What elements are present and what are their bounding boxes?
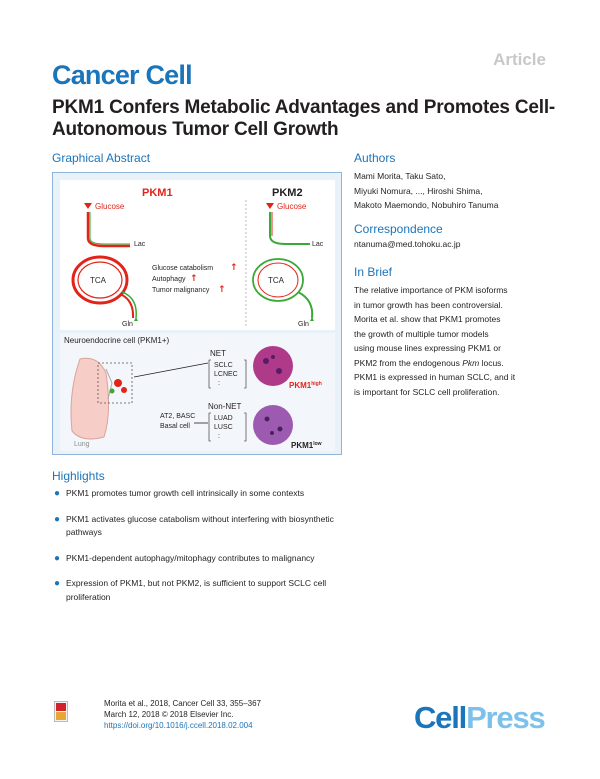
cellpress-logo: CellPress — [414, 700, 546, 735]
in-brief-line: is important for SCLC cell proliferation… — [354, 386, 500, 397]
in-brief-line: PKM1 is expressed in human SCLC, and it — [354, 372, 516, 382]
graphical-abstract: PKM1 PKM2 Glucose Lac TCA Gln Glucose ca… — [52, 172, 342, 455]
graphical-abstract-heading: Graphical Abstract — [52, 151, 151, 165]
authors-line: Makoto Maemondo, Nobuhiro Tanuma — [354, 200, 499, 210]
non-net-histology-image — [253, 405, 293, 445]
pkm1-low-label: PKM1low — [291, 441, 322, 450]
effect-glucose-catabolism: Glucose catabolism — [152, 265, 213, 272]
effect-autophagy: Autophagy — [152, 276, 186, 283]
effect-tumor-malignancy: Tumor malignancy — [152, 287, 210, 294]
citation-date: March 12, 2018 © 2018 Elsevier Inc. — [104, 710, 234, 719]
gln-arrow-icon — [134, 317, 138, 321]
net-label: NET — [210, 349, 226, 358]
highlight-item: ●Expression of PKM1, but not PKM2, is su… — [54, 578, 327, 602]
pkm1-high-label: PKM1high — [289, 381, 322, 390]
in-brief-line: in tumor growth has been controversial. — [354, 299, 503, 310]
up-arrow-icon: ↑ — [230, 263, 238, 273]
neuroendocrine-label: Neuroendocrine cell (PKM1+) — [64, 336, 169, 345]
authors-line: Miyuki Nomura, ..., Hiroshi Shima, — [354, 185, 483, 196]
correspondence-heading: Correspondence — [354, 222, 443, 236]
in-brief-line: Morita et al. show that PKM1 promotes — [354, 314, 501, 324]
bullet-icon: ● — [54, 578, 61, 589]
highlights-heading: Highlights — [52, 469, 105, 483]
tca-label-2: TCA — [268, 276, 285, 285]
in-brief-text: The relative importance of PKM isoforms … — [354, 283, 554, 399]
ga-metabolism-panel: PKM1 PKM2 Glucose Lac TCA Gln Glucose ca… — [60, 180, 335, 330]
bullet-icon: ● — [54, 513, 61, 525]
lung-label: Lung — [74, 441, 90, 448]
highlight-item: ●PKM1-dependent autophagy/mitophagy cont… — [54, 552, 315, 564]
glucose-arrow-icon — [266, 203, 274, 209]
in-brief-line: the growth of multiple tumor models — [354, 328, 489, 339]
citation: Morita et al., 2018, Cancer Cell 33, 355… — [104, 698, 261, 731]
gln-label: Gln — [122, 321, 133, 328]
citation-line: Morita et al., 2018, Cancer Cell 33, 355… — [104, 699, 261, 708]
non-net-label: Non-NET — [208, 402, 241, 411]
authors-line: Mami Morita, Taku Sato, — [354, 171, 446, 181]
article-type-label: Article — [493, 50, 546, 69]
ne-cell-icon — [114, 379, 122, 387]
article-title: PKM1 Confers Metabolic Advantages and Pr… — [52, 97, 556, 140]
in-brief-heading: In Brief — [354, 265, 393, 279]
gln-arrow-icon — [310, 317, 314, 321]
svg-text::: : — [218, 380, 220, 387]
ga-lung-figure: Neuroendocrine cell (PKM1+) Lung NET SCL… — [64, 336, 322, 450]
correspondence-email[interactable]: ntanuma@med.tohoku.ac.jp — [354, 239, 461, 249]
svg-text::: : — [218, 433, 220, 440]
ga-lung-panel: Neuroendocrine cell (PKM1+) Lung NET SCL… — [60, 333, 335, 451]
up-arrow-icon: ↑ — [218, 285, 226, 295]
crossmark-icon[interactable] — [54, 701, 68, 722]
highlights-list: ●PKM1 promotes tumor growth cell intrins… — [52, 487, 342, 616]
gln-label-2: Gln — [298, 321, 309, 328]
lung-shape — [70, 357, 110, 440]
non-net-type-luad: LUAD — [214, 415, 233, 422]
in-brief-line: The relative importance of PKM isoforms — [354, 285, 508, 295]
authors-heading: Authors — [354, 151, 396, 165]
glucose-label: Glucose — [95, 202, 125, 211]
at2-label: AT2, BASC — [160, 413, 195, 420]
net-histology-image — [253, 346, 293, 386]
net-type-lcnec: LCNEC — [214, 371, 238, 378]
doi-link[interactable]: https://doi.org/10.1016/j.ccell.2018.02.… — [104, 721, 253, 730]
highlight-item: ●PKM1 activates glucose catabolism witho… — [54, 513, 334, 538]
pkm1-label: PKM1 — [142, 187, 173, 199]
pkm2-label: PKM2 — [272, 187, 303, 199]
glucose-arrow-icon — [84, 203, 92, 209]
in-brief-line: using mouse lines expressing PKM1 or — [354, 343, 501, 353]
up-arrow-icon: ↑ — [190, 274, 198, 284]
authors-list: Mami Morita, Taku Sato, Miyuki Nomura, .… — [354, 169, 554, 213]
bullet-icon: ● — [54, 488, 61, 499]
in-brief-line: PKM2 from the endogenous Pkm locus. — [354, 357, 504, 368]
non-net-type-lusc: LUSC — [214, 424, 233, 431]
journal-name: Cancer Cell — [52, 60, 193, 90]
bullet-icon: ● — [54, 552, 61, 564]
net-type-sclc: SCLC — [214, 362, 233, 369]
tca-label: TCA — [90, 276, 107, 285]
ga-metabolism-figure: PKM1 PKM2 Glucose Lac TCA Gln Glucose ca… — [71, 187, 324, 328]
glucose-label-2: Glucose — [277, 202, 307, 211]
lac-label: Lac — [134, 241, 146, 248]
basal-label: Basal cell — [160, 423, 190, 430]
lac-label-2: Lac — [312, 241, 324, 248]
highlight-item: ●PKM1 promotes tumor growth cell intrins… — [54, 488, 305, 499]
